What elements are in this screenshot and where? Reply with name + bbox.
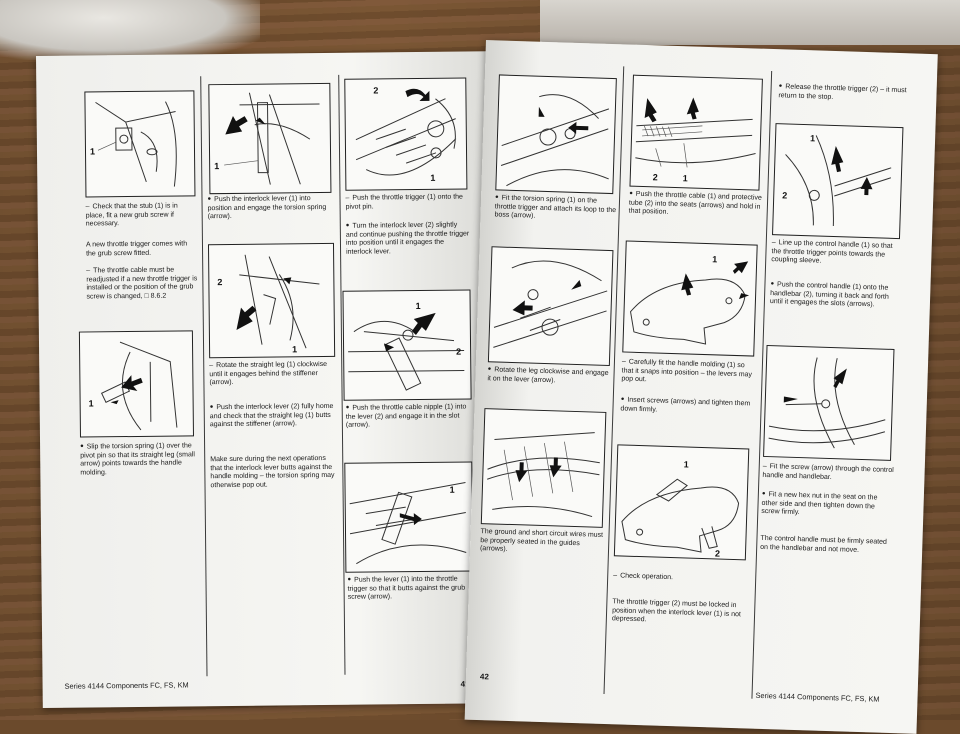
left-page-footer: Series 4144 Components FC, FS, KM — [65, 680, 189, 690]
background-cushion — [0, 0, 260, 60]
text-readjust-cable: The throttle cable must be readjusted if… — [86, 266, 198, 302]
text-slip-torsion-spring: Slip the torsion spring (1) over the piv… — [80, 442, 200, 478]
text-check-operation: Check operation. — [613, 572, 749, 585]
svg-text:1: 1 — [450, 485, 455, 495]
text-push-throttle-cable: Push the throttle cable (1) and protecti… — [629, 191, 764, 221]
figure-handle-molding: 1 — [622, 240, 757, 356]
figure-throttle-trigger-pivot: 2 1 ​ — [344, 77, 467, 190]
text-line-up-handle: Line up the control handle (1) so that t… — [771, 239, 904, 269]
text-fit-screw: Fit the screw (arrow) through the contro… — [762, 463, 894, 484]
svg-text:1: 1 — [292, 344, 297, 354]
figure-interlock-lever: 1 — [208, 83, 331, 194]
svg-text:1: 1 — [430, 173, 435, 183]
text-push-nipple: Push the throttle cable nipple (1) into … — [346, 403, 472, 430]
svg-text:2: 2 — [456, 347, 461, 357]
right-page-number: 42 — [480, 672, 489, 681]
text-make-sure: Make sure during the next operations tha… — [210, 455, 338, 491]
svg-text:2: 2 — [653, 172, 658, 182]
figure-lever-grub-screw: 1 — [344, 461, 473, 572]
text-fit-hex-nut: Fit a new hex nut in the seat on the oth… — [761, 491, 894, 521]
background-fabric — [540, 0, 960, 45]
svg-text:1: 1 — [214, 161, 219, 171]
text-push-trigger-pivot: Push the throttle trigger (1) onto the p… — [345, 193, 469, 211]
svg-text:1: 1 — [90, 146, 95, 156]
text-push-control-handle: Push the control handle (1) onto the han… — [770, 281, 903, 311]
text-insert-screws: Insert screws (arrows) and tighten them … — [620, 396, 756, 417]
left-page: 1 Check that the stub (1) is in place, f… — [36, 51, 495, 708]
text-push-interlock-home: Push the interlock lever (2) fully home … — [210, 403, 338, 430]
figure-straight-leg: 2 1 — [208, 243, 335, 358]
svg-text:1: 1 — [810, 133, 815, 143]
text-ground-wires: The ground and short circuit wires must … — [480, 528, 607, 558]
figure-throttle-cable-tube: 2 1 — [629, 75, 762, 191]
figure-torsion-spring-boss — [495, 74, 617, 194]
svg-text:2: 2 — [782, 190, 787, 200]
text-throttle-locked: The throttle trigger (2) must be locked … — [612, 598, 749, 628]
svg-text:1: 1 — [712, 254, 717, 264]
right-page-footer: Series 4144 Components FC, FS, KM — [755, 691, 879, 704]
figure-stub-grub-screw: 1 — [84, 90, 195, 197]
svg-text:1: 1 — [89, 398, 94, 408]
figure-cable-nipple: 1 2 — [342, 289, 471, 400]
text-fit-torsion-spring: Fit the torsion spring (1) on the thrott… — [494, 194, 617, 224]
svg-text:1: 1 — [683, 173, 688, 183]
right-page: Fit the torsion spring (1) on the thrott… — [465, 40, 938, 734]
text-rotate-leg: Rotate the straight leg (1) clockwise un… — [209, 361, 337, 388]
text-new-trigger: A new throttle trigger comes with the gr… — [86, 240, 198, 258]
figure-ground-wires — [481, 408, 607, 528]
text-turn-interlock: Turn the interlock lever (2) slightly an… — [346, 221, 470, 257]
figure-screw-handlebar — [763, 345, 894, 461]
text-handle-firmly-seated: The control handle must be firmly seated… — [760, 535, 892, 556]
text-check-stub: Check that the stub (1) is in place, fit… — [86, 202, 198, 229]
figure-control-handle-align: 1 2 — [772, 123, 903, 239]
svg-text:2: 2 — [715, 548, 720, 558]
svg-text:2: 2 — [217, 277, 222, 287]
figure-rotate-leg — [488, 246, 614, 366]
figure-torsion-spring: 1 — [79, 330, 194, 437]
text-release-trigger: Release the throttle trigger (2) – it mu… — [778, 83, 910, 104]
text-fit-handle-molding: Carefully fit the handle molding (1) so … — [621, 358, 758, 388]
text-push-lever: Push the lever (1) into the throttle tri… — [347, 575, 473, 602]
svg-text:2: 2 — [373, 85, 378, 95]
svg-text:1: 1 — [416, 301, 421, 311]
column-divider — [200, 76, 207, 676]
figure-check-operation: 1 2 — [614, 444, 749, 560]
svg-text:1: 1 — [684, 459, 689, 469]
text-push-interlock: Push the interlock lever (1) into positi… — [207, 195, 333, 222]
text-rotate-leg-clockwise: Rotate the leg clockwise and engage it o… — [487, 366, 611, 387]
